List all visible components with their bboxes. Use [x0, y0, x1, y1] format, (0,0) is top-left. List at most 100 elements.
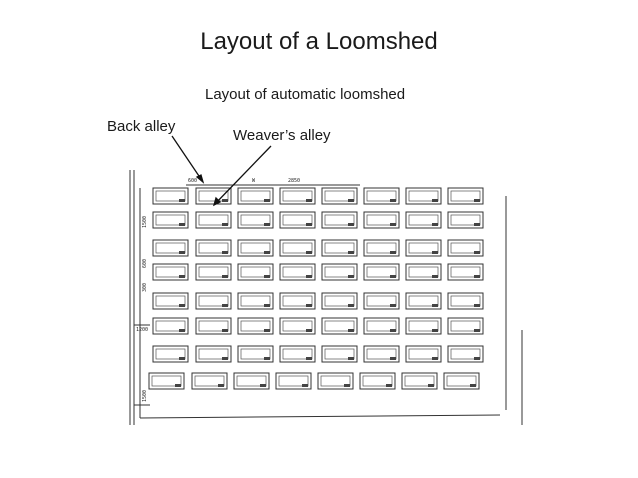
- loom-unit: [279, 239, 316, 257]
- loom-outline: [447, 239, 484, 257]
- loom-motor-mark: [218, 384, 224, 387]
- loom-outline: [321, 211, 358, 229]
- weavers-alley-label: Weaver’s alley: [233, 127, 331, 144]
- loom-inner: [366, 242, 397, 254]
- loom-motor-mark: [390, 199, 396, 202]
- loom-outline: [152, 187, 189, 205]
- loom-unit: [237, 187, 274, 205]
- loom-unit: [279, 292, 316, 310]
- loom-motor-mark: [428, 384, 434, 387]
- loom-motor-mark: [179, 275, 185, 278]
- loom-unit: [363, 292, 400, 310]
- loom-unit: [363, 317, 400, 335]
- loom-inner: [320, 375, 351, 387]
- loom-motor-mark: [386, 384, 392, 387]
- loom-unit: [405, 211, 442, 229]
- loom-outline: [237, 292, 274, 310]
- loom-motor-mark: [306, 199, 312, 202]
- loom-outline: [152, 263, 189, 281]
- loom-unit: [191, 372, 228, 390]
- loom-unit: [237, 211, 274, 229]
- loom-motor-mark: [474, 357, 480, 360]
- loom-outline: [195, 317, 232, 335]
- loom-outline: [321, 317, 358, 335]
- loom-outline: [405, 345, 442, 363]
- loom-motor-mark: [264, 251, 270, 254]
- loom-outline: [279, 239, 316, 257]
- back-alley-arrow: [171, 135, 204, 183]
- loom-inner: [450, 266, 481, 278]
- loom-outline: [405, 263, 442, 281]
- loom-unit: [237, 292, 274, 310]
- loom-outline: [359, 372, 396, 390]
- loom-outline: [237, 211, 274, 229]
- loom-outline: [363, 292, 400, 310]
- loom-inner: [408, 295, 439, 307]
- loom-inner: [450, 295, 481, 307]
- loom-outline: [321, 239, 358, 257]
- loom-unit: [447, 292, 484, 310]
- loom-motor-mark: [474, 329, 480, 332]
- loom-unit: [363, 187, 400, 205]
- loom-motor-mark: [179, 329, 185, 332]
- loom-inner: [450, 348, 481, 360]
- loom-outline: [363, 317, 400, 335]
- loom-inner: [324, 190, 355, 202]
- loom-unit: [237, 317, 274, 335]
- loom-unit: [401, 372, 438, 390]
- loom-inner: [282, 266, 313, 278]
- loom-unit: [405, 292, 442, 310]
- slide-subtitle: Layout of automatic loomshed: [205, 86, 406, 103]
- loom-unit: [195, 187, 232, 205]
- loom-unit: [152, 211, 189, 229]
- loom-motor-mark: [474, 199, 480, 202]
- loom-inner: [155, 295, 186, 307]
- loom-inner: [240, 190, 271, 202]
- loom-inner: [324, 348, 355, 360]
- loom-unit: [317, 372, 354, 390]
- loom-motor-mark: [432, 223, 438, 226]
- loom-outline: [152, 317, 189, 335]
- loom-unit: [195, 292, 232, 310]
- loom-inner: [408, 348, 439, 360]
- loom-outline: [321, 187, 358, 205]
- loom-unit: [405, 345, 442, 363]
- loom-inner: [282, 214, 313, 226]
- loom-outline: [447, 187, 484, 205]
- loom-inner: [282, 242, 313, 254]
- loom-outline: [275, 372, 312, 390]
- loom-motor-mark: [348, 275, 354, 278]
- loom-unit: [363, 263, 400, 281]
- loom-outline: [237, 239, 274, 257]
- loom-inner: [408, 190, 439, 202]
- loom-motor-mark: [348, 357, 354, 360]
- loom-motor-mark: [306, 357, 312, 360]
- loom-inner: [282, 190, 313, 202]
- loom-inner: [366, 320, 397, 332]
- loom-unit: [363, 239, 400, 257]
- loom-inner: [450, 242, 481, 254]
- loom-motor-mark: [390, 223, 396, 226]
- loom-unit: [447, 345, 484, 363]
- loom-inner: [155, 214, 186, 226]
- loom-unit: [279, 263, 316, 281]
- loom-inner: [408, 266, 439, 278]
- loom-inner: [240, 242, 271, 254]
- loom-motor-mark: [390, 329, 396, 332]
- loom-unit: [405, 187, 442, 205]
- loom-motor-mark: [179, 251, 185, 254]
- loom-inner: [282, 320, 313, 332]
- shed-outline: [129, 170, 523, 425]
- loom-outline: [237, 345, 274, 363]
- loom-outline: [152, 292, 189, 310]
- loom-outline: [148, 372, 185, 390]
- dimension-label-side: 1500: [142, 216, 148, 228]
- loom-inner: [324, 266, 355, 278]
- loom-inner: [446, 375, 477, 387]
- loom-motor-mark: [222, 329, 228, 332]
- loom-unit: [443, 372, 480, 390]
- loom-outline: [279, 187, 316, 205]
- loom-inner: [155, 348, 186, 360]
- dimension-label-side: 600: [142, 259, 148, 268]
